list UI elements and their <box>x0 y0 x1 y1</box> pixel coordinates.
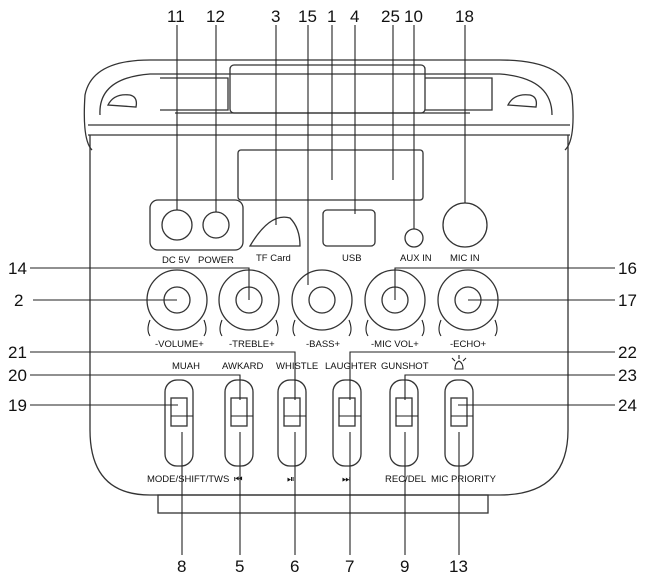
callout-6: 6 <box>290 557 299 576</box>
mic-priority-label: MIC PRIORITY <box>431 474 497 485</box>
callout-9: 9 <box>400 557 409 576</box>
light-bulb-icon <box>451 355 467 370</box>
knobs-row <box>146 269 499 337</box>
callout-19: 19 <box>8 396 27 415</box>
callout-17: 17 <box>618 291 637 310</box>
mic-in-label: MIC IN <box>450 253 480 264</box>
slider-keys <box>164 379 474 467</box>
mode-shift-tws-label: MODE/SHIFT/TWS <box>147 474 229 485</box>
slider-3[interactable] <box>277 379 307 467</box>
leader-lines <box>30 25 615 555</box>
echo-label: -ECHO+ <box>450 339 487 350</box>
mic-vol-label: -MIC VOL+ <box>371 339 419 350</box>
callout-13: 13 <box>449 557 468 576</box>
dc-label: DC 5V <box>162 255 191 266</box>
callout-11: 11 <box>167 7 185 26</box>
callout-16: 16 <box>618 259 637 278</box>
echo-knob[interactable] <box>437 269 499 337</box>
callout-20: 20 <box>8 366 27 385</box>
whistle-label: WHISTLE <box>276 361 318 372</box>
callout-15: 15 <box>298 7 317 26</box>
callout-7: 7 <box>345 557 354 576</box>
callout-23: 23 <box>618 366 637 385</box>
callout-8: 8 <box>177 557 186 576</box>
callout-5: 5 <box>235 557 244 576</box>
prev-icon: ⏮ <box>234 474 243 485</box>
dc-jack[interactable] <box>161 209 193 241</box>
muah-label: MUAH <box>172 361 200 372</box>
rec-del-label: REC/DEL <box>385 474 426 485</box>
callout-22: 22 <box>618 343 637 362</box>
treble-label: -TREBLE+ <box>229 339 275 350</box>
tf-card-label: TF Card <box>256 253 291 264</box>
callout-24: 24 <box>618 396 637 415</box>
laughter-label: LAUGHTER <box>325 361 377 372</box>
slider-5[interactable] <box>389 379 419 467</box>
mic-jack[interactable] <box>442 202 488 248</box>
device-body <box>83 59 574 514</box>
aux-label: AUX IN <box>400 253 432 264</box>
callout-25: 25 <box>381 7 400 26</box>
callout-18: 18 <box>455 7 474 26</box>
callout-14: 14 <box>8 259 27 278</box>
power-button[interactable] <box>202 211 230 239</box>
usb-label: USB <box>342 253 362 264</box>
play-pause-icon: ⏯ <box>287 474 295 485</box>
slider-4[interactable] <box>332 379 362 467</box>
awkard-label: AWKARD <box>222 361 263 372</box>
slider-2[interactable] <box>224 379 254 467</box>
callout-numbers: 11 12 3 15 1 4 25 10 18 14 2 21 20 19 16… <box>8 7 637 576</box>
callout-2: 2 <box>14 291 23 310</box>
tf-card-slot[interactable] <box>248 216 301 247</box>
ports-row <box>149 199 488 251</box>
aux-jack[interactable] <box>404 228 424 248</box>
bass-label: -BASS+ <box>306 339 341 350</box>
power-panel <box>149 199 244 251</box>
power-label: POWER <box>198 255 234 266</box>
callout-10: 10 <box>404 7 423 26</box>
slider-1[interactable] <box>164 379 194 467</box>
callout-3: 3 <box>271 7 280 26</box>
volume-knob[interactable] <box>146 269 208 337</box>
callout-12: 12 <box>206 7 225 26</box>
volume-label: -VOLUME+ <box>155 339 204 350</box>
usb-port[interactable] <box>322 209 376 247</box>
bass-knob[interactable] <box>291 269 353 337</box>
callout-4: 4 <box>350 7 359 26</box>
callout-1: 1 <box>327 7 336 26</box>
callout-21: 21 <box>8 343 27 362</box>
gunshot-label: GUNSHOT <box>381 361 429 372</box>
next-icon: ⏭ <box>342 474 351 485</box>
